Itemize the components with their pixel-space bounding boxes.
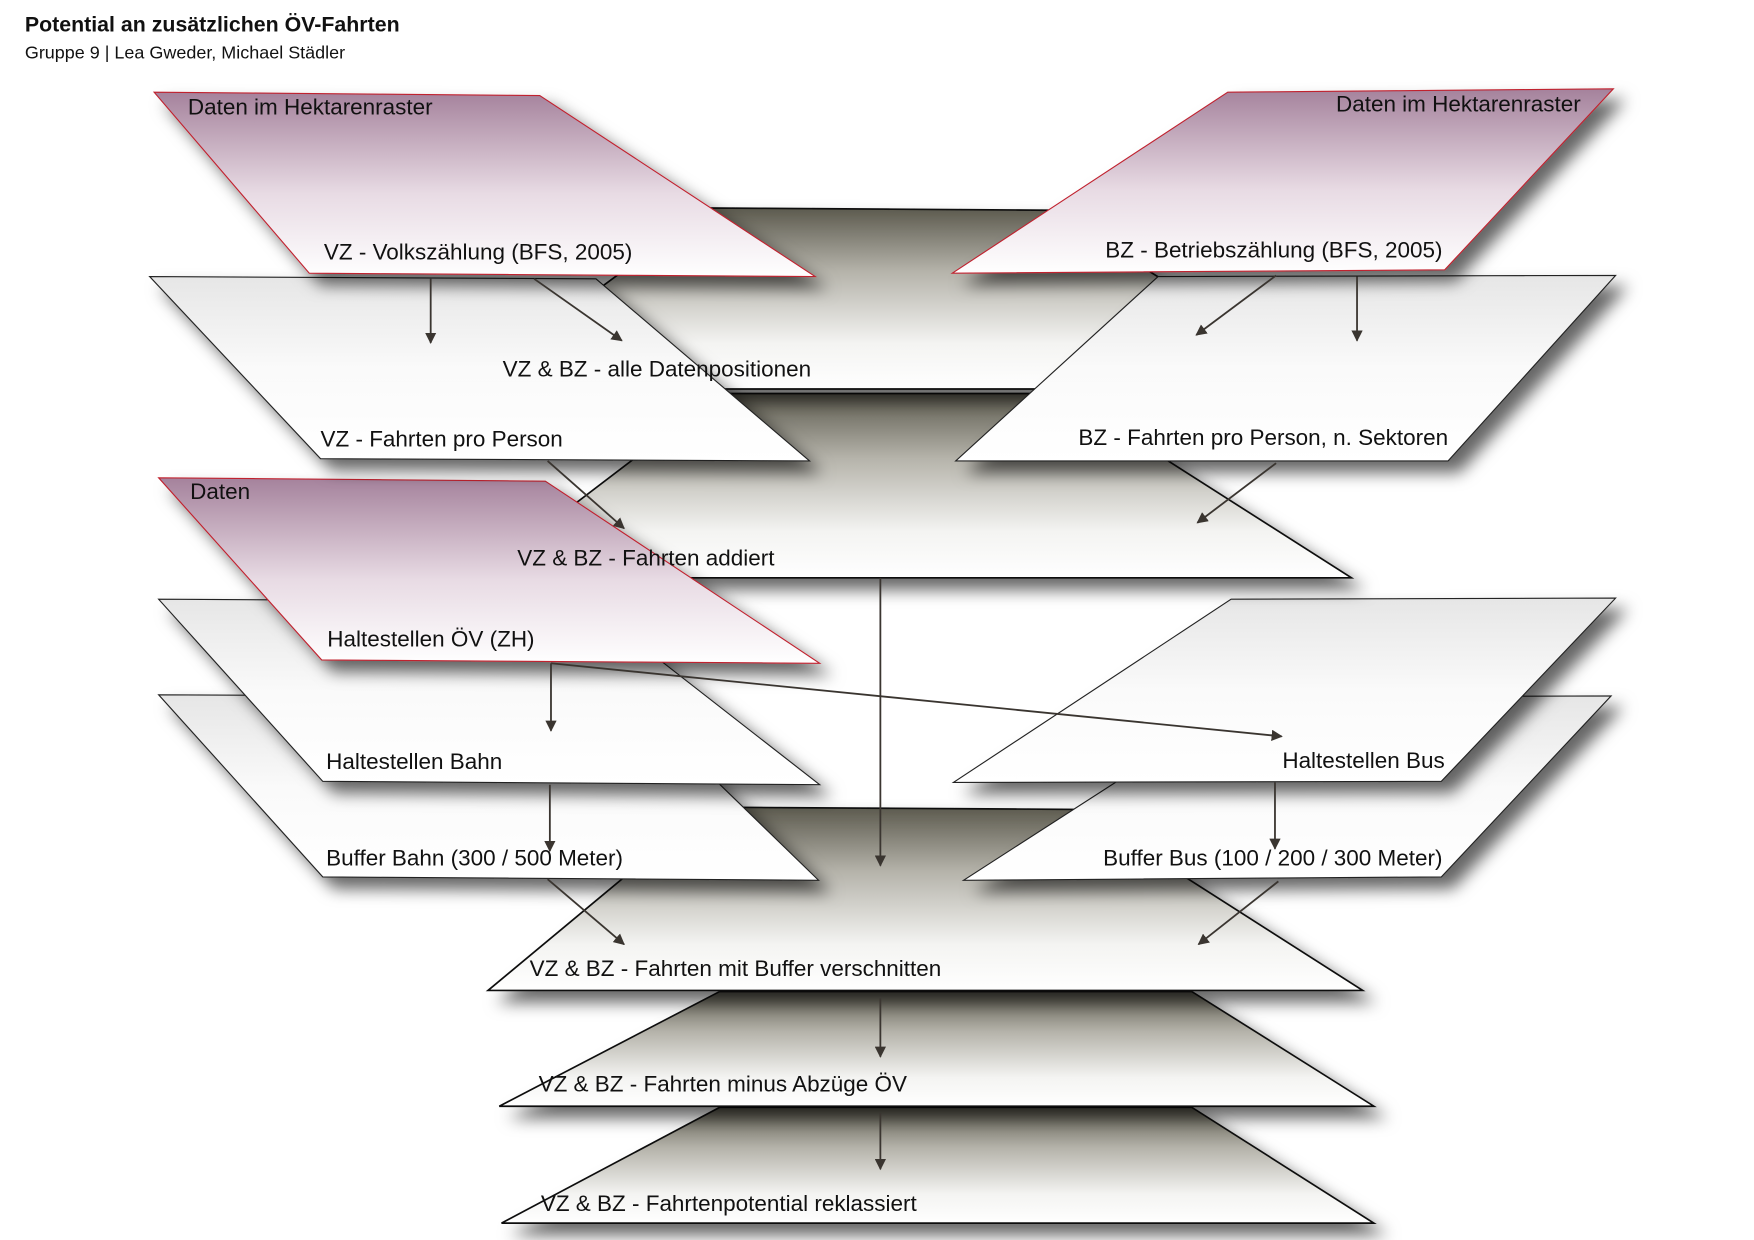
layer-bz-fahrten <box>954 274 1617 462</box>
layer-label: BZ - Fahrten pro Person, n. Sektoren <box>1078 425 1448 450</box>
arrow-icon <box>1195 274 1277 336</box>
layer-reklassiert <box>501 1106 1377 1224</box>
layer-abzuege <box>498 990 1377 1108</box>
layer-top-label: Daten im Hektarenraster <box>188 95 433 120</box>
layer-label: Haltestellen Bus <box>1282 748 1444 773</box>
layer-label: Buffer Bahn (300 / 500 Meter) <box>326 846 623 871</box>
layer-top-label: Daten im Hektarenraster <box>1336 91 1581 116</box>
arrow-icon <box>533 278 623 342</box>
layer-labels: VZ & BZ - Fahrtenpotential reklassiert V… <box>188 91 1581 1215</box>
arrow-icon <box>547 460 625 530</box>
arrow-icon <box>547 878 625 946</box>
layer-vz-fahrten <box>148 275 812 462</box>
layer-label: Haltestellen Bahn <box>326 749 502 774</box>
arrow-icon <box>550 662 1283 741</box>
layer-label: VZ & BZ - Fahrten minus Abzüge ÖV <box>539 1072 907 1097</box>
flow-arrows <box>425 274 1363 1171</box>
layer-label: VZ & BZ - Fahrtenpotential reklassiert <box>541 1191 918 1216</box>
layer-label: Haltestellen ÖV (ZH) <box>327 626 534 651</box>
diagram-title: Potential an zusätzlichen ÖV-Fahrten <box>25 11 400 36</box>
layer-label: VZ & BZ - alle Datenpositionen <box>503 357 811 382</box>
layer-haltestellen-bus <box>951 597 1617 784</box>
layer-top-label: Daten <box>190 479 250 504</box>
layer-label: VZ & BZ - Fahrten addiert <box>517 545 775 570</box>
layer-label: VZ - Volkszählung (BFS, 2005) <box>324 240 632 265</box>
layer-label: VZ & BZ - Fahrten mit Buffer verschnitte… <box>530 956 942 981</box>
layer-label: Buffer Bus (100 / 200 / 300 Meter) <box>1103 846 1442 871</box>
layer-label: BZ - Betriebszählung (BFS, 2005) <box>1105 237 1442 262</box>
arrow-icon <box>1197 880 1279 946</box>
layer-haltestellen-oev <box>157 477 822 664</box>
diagram-subtitle: Gruppe 9 | Lea Gweder, Michael Städler <box>25 42 345 62</box>
layer-volkszaehlung <box>152 91 818 278</box>
layer-betriebszaehlung <box>950 88 1615 274</box>
arrow-icon <box>1196 462 1277 524</box>
layer-label: VZ - Fahrten pro Person <box>321 426 563 451</box>
